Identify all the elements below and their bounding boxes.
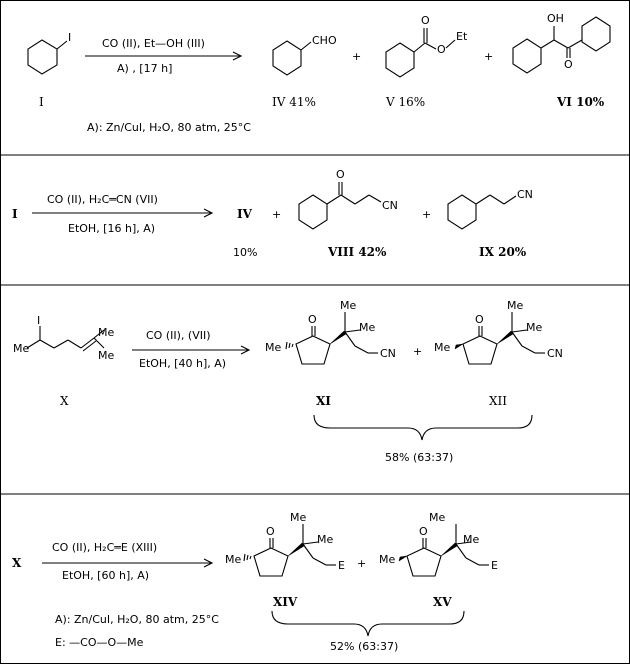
conditions-4: EtOH, [60 h], A) <box>62 569 149 582</box>
plus-sign-1a: + <box>352 50 361 63</box>
nitrile-XI: CN <box>380 347 396 360</box>
ketone-o-VI: O <box>564 58 573 71</box>
reaction-1: I CO (II), Et—OH (III) A) , [17 h] CHO +… <box>27 12 611 134</box>
yield-3: 58% (63:37) <box>385 451 453 464</box>
plus-sign-2b: + <box>422 208 431 221</box>
ring-methyl-XV: Me <box>379 553 395 566</box>
ester-carbonyl-o: O <box>421 14 430 27</box>
iodine-X: I <box>37 314 40 327</box>
yield-4: 52% (63:37) <box>330 640 398 653</box>
stereo-wedge-XIV <box>287 542 305 557</box>
label-XII: XII <box>489 394 507 408</box>
ring-methyl-XI: Me <box>265 341 281 354</box>
cyclohexane-ring-IV <box>272 40 302 76</box>
reagents-3: CO (II), (VII) <box>146 329 211 342</box>
gem-methyl-XV-b: Me <box>463 533 479 546</box>
ethyl-group: Et <box>456 30 468 43</box>
plus-sign-4: + <box>357 557 366 570</box>
cyclohexane-ring-VIII <box>298 194 328 230</box>
gem-methyl-XV-a: Me <box>429 511 445 524</box>
conditions-3: EtOH, [40 h], A) <box>139 357 226 370</box>
gem-methyl-XI-a: Me <box>340 299 356 312</box>
ketone-o-XI: O <box>308 313 317 326</box>
label-VIII: VIII 42% <box>327 245 387 259</box>
reagents-4: CO (II), H₂C═E (XIII) <box>52 541 157 554</box>
footnote-A-1: A): Zn/CuI, H₂O, 80 atm, 25°C <box>87 121 251 134</box>
stereo-wedge-XII-ring <box>454 343 464 350</box>
plus-sign-2a: + <box>272 208 281 221</box>
reagents-1: CO (II), Et—OH (III) <box>102 37 205 50</box>
label-X: X <box>60 394 69 408</box>
gem-methyl-XII-b: Me <box>526 321 542 334</box>
product-IV: IV <box>237 207 253 221</box>
gem-methyl-XIV-a: Me <box>290 511 306 524</box>
reagents-2: CO (II), H₂C═CN (VII) <box>47 193 158 206</box>
cyclohexane-ring-VI-b <box>581 16 611 52</box>
hydroxyl-group: OH <box>547 12 564 25</box>
reaction-3: Me I Me Me X CO (II), (VII) EtOH, [40 h]… <box>13 299 563 464</box>
ketone-o-XII: O <box>475 313 484 326</box>
label-I: I <box>39 95 44 109</box>
gem-methyl-XIV-b: Me <box>317 533 333 546</box>
ring-methyl-XII: Me <box>434 341 450 354</box>
conditions-1: A) , [17 h] <box>117 62 172 75</box>
label-IV: IV 41% <box>272 95 316 109</box>
ester-E-XIV: E <box>338 559 345 572</box>
gem-methyl-XI-b: Me <box>359 321 375 334</box>
methyl-X-1: Me <box>13 342 29 355</box>
cyclohexane-ring-V <box>385 42 415 78</box>
cyclohexane-ring-I <box>27 39 58 75</box>
ketone-o-VIII: O <box>336 168 345 181</box>
label-V: V 16% <box>385 95 425 109</box>
ring-methyl-XIV: Me <box>225 553 241 566</box>
start-label-X: X <box>12 556 22 570</box>
cyclohexane-ring-IX <box>447 194 477 230</box>
cyclopentanone-ring-XV <box>406 547 442 577</box>
ketone-o-XIV: O <box>266 525 275 538</box>
product-brace-4 <box>271 610 465 637</box>
nitrile-XII: CN <box>547 347 563 360</box>
ester-ether-o: O <box>437 43 446 56</box>
label-IX: IX 20% <box>479 245 527 259</box>
footnote-E: E: —CO—O—Me <box>55 636 144 649</box>
ketone-o-XV: O <box>419 525 428 538</box>
reaction-2: I CO (II), H₂C═CN (VII) EtOH, [16 h], A)… <box>12 168 533 259</box>
ester-E-XV: E <box>491 559 498 572</box>
stereo-wedge-XV <box>440 542 458 557</box>
plus-sign-1b: + <box>484 50 493 63</box>
stereo-wedge-XI <box>329 330 347 345</box>
aldehyde-group: CHO <box>312 34 337 47</box>
gem-methyl-XII-a: Me <box>507 299 523 312</box>
label-XV: XV <box>433 595 452 609</box>
plus-sign-3: + <box>413 345 422 358</box>
product-brace-3 <box>313 414 533 441</box>
label-XIV: XIV <box>273 595 298 609</box>
stereo-wedge-XII <box>496 330 514 345</box>
footnote-A-4: A): Zn/CuI, H₂O, 80 atm, 25°C <box>55 613 219 626</box>
label-VI: VI 10% <box>556 95 605 109</box>
nitrile-VIII: CN <box>382 199 398 212</box>
stereo-wedge-XV-ring <box>398 555 408 562</box>
label-XI: XI <box>316 394 331 408</box>
iodine-atom: I <box>68 31 71 44</box>
methyl-X-3: Me <box>98 349 114 362</box>
methyl-X-2: Me <box>98 326 114 339</box>
nitrile-IX: CN <box>517 188 533 201</box>
reaction-4: X CO (II), H₂C═E (XIII) EtOH, [60 h], A)… <box>12 511 498 653</box>
conditions-2: EtOH, [16 h], A) <box>68 222 155 235</box>
cyclopentanone-ring-XI <box>295 335 331 365</box>
cyclopentanone-ring-XII <box>462 335 498 365</box>
cyclopentanone-ring-XIV <box>253 547 289 577</box>
yield-IV: 10% <box>233 246 257 259</box>
cyclohexane-ring-VI-a <box>512 38 542 74</box>
start-label-I: I <box>12 207 18 221</box>
